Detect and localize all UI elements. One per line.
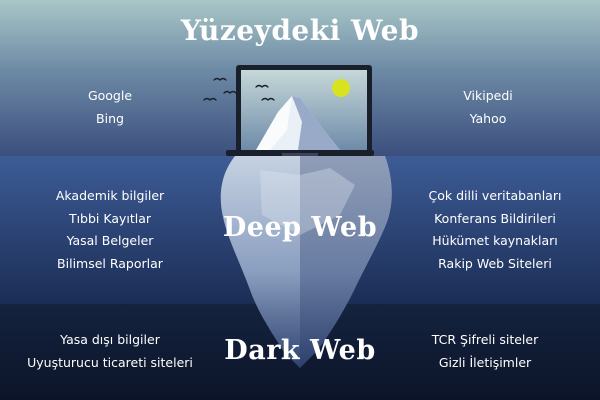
list-item: Bing xyxy=(96,110,124,126)
laptop-icon xyxy=(226,65,374,156)
dark-web-title: Dark Web xyxy=(224,335,376,366)
dark-web-left-list: Yasa dışı bilgiler Uyuşturucu ticareti s… xyxy=(20,329,200,374)
list-item: Rakip Web Siteleri xyxy=(438,255,552,271)
surface-web-title: Yüzeydeki Web xyxy=(180,14,420,47)
bird-icon xyxy=(203,77,275,101)
list-item: Hükümet kaynakları xyxy=(432,233,558,248)
list-item: Gizli İletişimler xyxy=(438,354,532,370)
iceberg-illustration xyxy=(220,156,392,368)
list-item: Yasa dışı bilgiler xyxy=(60,332,160,347)
deep-web-left-list: Akademik bilgiler Tıbbi Kayıtlar Yasal B… xyxy=(30,185,190,275)
list-item: Uyuşturucu ticareti siteleri xyxy=(27,354,193,370)
list-item: Çok dilli veritabanları xyxy=(428,188,562,203)
dark-web-right-list: TCR Şifreli siteler Gizli İletişimler xyxy=(405,329,565,374)
deep-web-right-list: Çok dilli veritabanları Konferans Bildir… xyxy=(405,185,585,275)
list-item: Yasal Belgeler xyxy=(66,233,154,248)
list-item: Yahoo xyxy=(469,110,507,126)
list-item: Google xyxy=(87,88,133,103)
list-item: Konferans Bildirileri xyxy=(434,210,556,226)
list-item: Tıbbi Kayıtlar xyxy=(68,210,152,226)
deep-web-title: Deep Web xyxy=(222,212,378,243)
surface-web-right-list: Vikipedi Yahoo xyxy=(438,85,538,130)
surface-web-left-list: Google Bing xyxy=(60,85,160,130)
list-item: TCR Şifreli siteler xyxy=(431,332,539,347)
list-item: Vikipedi xyxy=(463,88,513,103)
sun-icon xyxy=(332,79,350,97)
list-item: Bilimsel Raporlar xyxy=(57,255,163,271)
list-item: Akademik bilgiler xyxy=(55,188,165,203)
